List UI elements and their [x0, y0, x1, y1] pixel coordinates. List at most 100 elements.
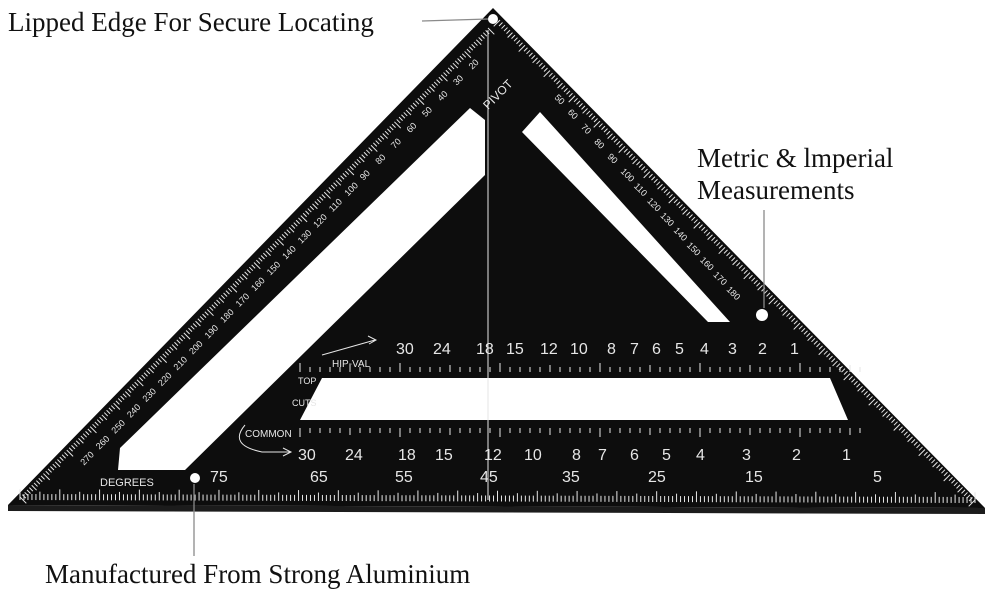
common-number: 15 [435, 447, 453, 464]
tick [162, 353, 167, 358]
callout-manufactured: Manufactured From Strong Aluminium [45, 559, 471, 589]
tick [333, 182, 338, 187]
tick [528, 52, 533, 57]
tick [117, 398, 123, 403]
hip-val-number: 7 [630, 341, 639, 358]
tick [543, 67, 548, 72]
tick [248, 266, 254, 272]
tick [841, 368, 846, 373]
tick [312, 203, 318, 210]
tick [384, 130, 389, 136]
tick [581, 105, 586, 110]
tick [843, 373, 851, 381]
hip-val-number: 18 [476, 341, 494, 358]
cuts-label: CUTS [292, 398, 317, 408]
tick [153, 362, 158, 368]
tick [307, 208, 312, 213]
common-number: 8 [572, 447, 581, 464]
tick [265, 250, 271, 257]
tick [326, 189, 331, 194]
tick [183, 332, 191, 340]
tick [401, 114, 406, 119]
tick [741, 267, 746, 272]
tick [868, 398, 876, 406]
tick [818, 348, 826, 356]
tick [101, 414, 108, 421]
tick [223, 292, 228, 297]
tick [563, 87, 568, 93]
tick [305, 210, 310, 215]
tick [678, 204, 683, 209]
common-label: COMMON [245, 429, 292, 440]
degree-number: 65 [310, 469, 328, 486]
tick [968, 499, 976, 507]
tick [234, 280, 240, 286]
tick [323, 191, 331, 199]
tick [211, 304, 216, 309]
common-number: 7 [598, 447, 607, 464]
tick [548, 72, 553, 77]
tick [753, 279, 758, 285]
common-number: 5 [662, 447, 671, 464]
tick [263, 252, 268, 257]
tick [349, 166, 354, 171]
hip-val-label: HIP-VAL [332, 359, 371, 370]
callout-metric-imperial: Metric & lmperial Measurements [697, 142, 893, 206]
leader-lipped-edge [421, 18, 489, 22]
tick [693, 221, 701, 229]
tick [291, 224, 296, 229]
tick [185, 330, 190, 335]
tick [751, 277, 756, 282]
tick [258, 257, 263, 262]
tick [295, 219, 300, 225]
tick [410, 105, 415, 110]
tick [443, 72, 448, 77]
tick [951, 479, 956, 484]
tick [417, 97, 425, 106]
common-number: 12 [484, 447, 502, 464]
pivot-hole-left [190, 473, 200, 483]
tick [791, 317, 796, 322]
hip-val-number: 10 [570, 341, 588, 358]
tick [748, 274, 753, 280]
tick [143, 372, 148, 377]
tick [628, 153, 633, 158]
common-number: 18 [398, 447, 416, 464]
tick [82, 433, 88, 438]
tick [433, 81, 439, 86]
common-number: 1 [842, 447, 851, 464]
tick [598, 123, 603, 128]
tick [450, 65, 455, 70]
tick [270, 245, 275, 250]
tick [412, 102, 417, 107]
tick [632, 158, 638, 165]
tick [786, 312, 791, 317]
tick [831, 358, 836, 363]
tick [691, 216, 696, 221]
tick [676, 201, 681, 206]
tick [961, 489, 966, 494]
tick [319, 196, 324, 201]
tick [466, 48, 471, 53]
tick [957, 487, 963, 493]
tick [57, 459, 62, 464]
tick [626, 151, 631, 156]
tick [728, 254, 733, 259]
tick [99, 416, 104, 422]
tick [480, 34, 485, 39]
tick [666, 191, 671, 196]
tick [146, 370, 151, 375]
hip-val-number: 4 [700, 341, 709, 358]
tick [52, 463, 57, 469]
tick [199, 316, 205, 321]
tick [828, 355, 833, 360]
tick [573, 97, 578, 103]
tick [293, 222, 298, 227]
tick [807, 335, 813, 342]
degree-number: 15 [745, 469, 763, 486]
tick [956, 484, 961, 489]
tick [663, 188, 668, 194]
